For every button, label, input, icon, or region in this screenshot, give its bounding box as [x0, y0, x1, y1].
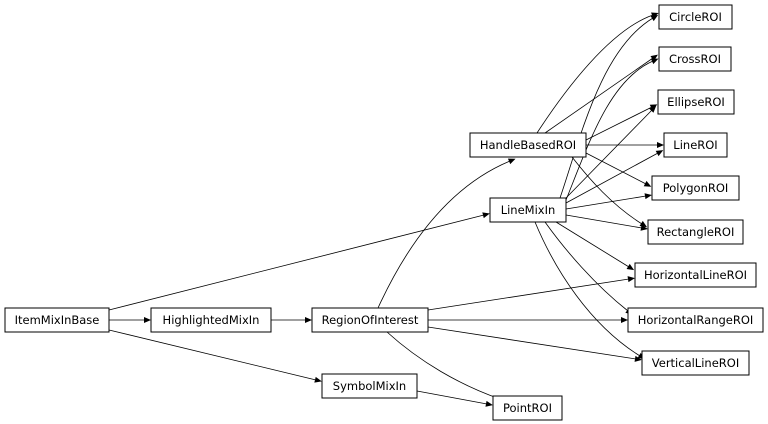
- edge-handlebasedroi-to-polygonroi: [585, 152, 647, 185]
- node-label: LineROI: [673, 138, 717, 152]
- edge-linemixin-to-horizontalrangeroi: [544, 221, 629, 312]
- node-regionofinterest[interactable]: RegionOfInterest: [311, 307, 429, 333]
- edge-linemixin-to-ellipseroi: [565, 109, 653, 199]
- arrowhead-icon: [482, 212, 490, 219]
- arrowhead-icon: [621, 317, 628, 323]
- arrowhead-icon: [650, 14, 659, 22]
- edge-linemixin-to-lineroi: [565, 152, 659, 204]
- node-symbolmixin[interactable]: SymbolMixIn: [321, 373, 418, 399]
- node-label: HighlightedMixIn: [163, 313, 260, 327]
- node-linemixin[interactable]: LineMixIn: [489, 197, 567, 223]
- node-label: PointROI: [503, 401, 552, 415]
- edge-linemixin-to-verticallineroi: [534, 221, 641, 357]
- edge-itemmixinbase-to-linemixin: [108, 214, 485, 311]
- node-itemmixinbase[interactable]: ItemMixInBase: [4, 307, 110, 333]
- edge-linemixin-to-crossroi: [565, 60, 654, 201]
- node-label: HandleBasedROI: [480, 138, 576, 152]
- arrowhead-icon: [650, 58, 659, 65]
- node-crossroi[interactable]: CrossROI: [658, 46, 732, 72]
- node-label: EllipseROI: [667, 95, 725, 109]
- node-highlightedmixin[interactable]: HighlightedMixIn: [150, 307, 272, 333]
- edge-linemixin-to-polygonroi: [565, 195, 647, 210]
- node-label: HorizontalLineROI: [644, 268, 747, 282]
- arrowhead-icon: [305, 317, 312, 323]
- node-label: VerticalLineROI: [652, 356, 739, 370]
- edge-regionofinterest-to-verticallineroi: [427, 326, 637, 360]
- node-verticallineroi[interactable]: VerticalLineROI: [641, 350, 750, 376]
- node-label: RegionOfInterest: [322, 313, 419, 327]
- node-label: PolygonROI: [663, 181, 729, 195]
- node-label: SymbolMixIn: [333, 379, 406, 393]
- edge-regionofinterest-to-horizontallineroi: [427, 278, 630, 311]
- node-label: RectangleROI: [657, 225, 735, 239]
- node-label: ItemMixInBase: [15, 313, 100, 327]
- node-handlebasedroi[interactable]: HandleBasedROI: [469, 132, 587, 158]
- edge-linemixin-to-rectangleroi: [565, 214, 643, 229]
- edge-linemixin-to-circleroi: [559, 17, 654, 199]
- node-lineroi[interactable]: LineROI: [663, 132, 728, 158]
- arrowhead-icon: [485, 400, 493, 407]
- edge-handlebasedroi-to-circleroi: [536, 14, 654, 134]
- node-label: LineMixIn: [501, 203, 556, 217]
- node-ellipseroi[interactable]: EllipseROI: [657, 89, 735, 115]
- edge-symbolmixin-to-pointroi: [416, 390, 488, 405]
- arrowhead-icon: [314, 376, 322, 383]
- arrowhead-icon: [650, 54, 658, 62]
- arrowhead-icon: [644, 193, 652, 200]
- node-label: HorizontalRangeROI: [638, 313, 754, 327]
- edge-handlebasedroi-to-rectangleroi: [571, 156, 643, 225]
- edge-handlebasedroi-to-ellipseroi: [585, 106, 653, 141]
- arrowhead-icon: [626, 263, 635, 271]
- arrowhead-icon: [649, 105, 657, 113]
- edge-handlebasedroi-to-crossroi: [544, 57, 654, 134]
- arrowhead-icon: [657, 142, 664, 148]
- arrowhead-icon: [507, 158, 516, 165]
- node-label: CircleROI: [669, 10, 722, 24]
- node-pointroi[interactable]: PointROI: [492, 395, 563, 421]
- arrowhead-icon: [655, 150, 664, 157]
- node-horizontalrangeroi[interactable]: HorizontalRangeROI: [627, 307, 764, 333]
- edge-regionofinterest-to-pointroi: [386, 331, 501, 400]
- nodes-layer: ItemMixInBase HighlightedMixIn RegionOfI…: [4, 4, 764, 421]
- arrowhead-icon: [640, 224, 648, 231]
- edge-regionofinterest-to-handlebasedroi: [377, 160, 511, 309]
- edge-linemixin-to-horizontallineroi: [555, 221, 630, 268]
- node-label: CrossROI: [669, 52, 721, 66]
- node-circleroi[interactable]: CircleROI: [658, 4, 733, 30]
- edge-itemmixinbase-to-symbolmixin: [108, 329, 317, 381]
- node-polygonroi[interactable]: PolygonROI: [651, 175, 740, 201]
- arrowhead-icon: [144, 317, 151, 323]
- arrowhead-icon: [627, 276, 635, 283]
- node-horizontallineroi[interactable]: HorizontalLineROI: [634, 262, 757, 288]
- node-rectangleroi[interactable]: RectangleROI: [647, 219, 744, 245]
- arrowhead-icon: [643, 180, 652, 187]
- arrowhead-icon: [634, 355, 642, 362]
- edges-layer: [108, 12, 664, 407]
